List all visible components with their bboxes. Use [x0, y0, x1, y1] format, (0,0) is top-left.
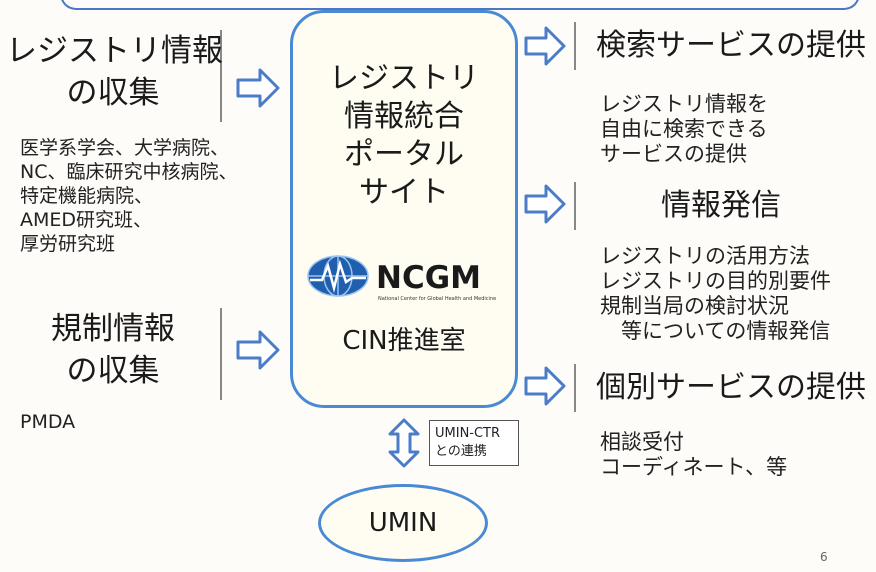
regulatory-collection-box: 規制情報 の収集	[6, 308, 222, 400]
info-desc-line: 等についての情報発信	[600, 319, 831, 343]
cin-office-label: CIN推進室	[342, 326, 466, 356]
right-arrow-icon	[524, 366, 566, 406]
logo-wordmark: NCGM	[376, 260, 481, 296]
registry-source-line: 厚労研究班	[20, 233, 116, 255]
regulatory-collection-line2: の収集	[66, 353, 160, 389]
registry-collection-line2: の収集	[66, 75, 160, 111]
right-arrow-icon	[236, 330, 280, 370]
info-dissemination-heading: 情報発信	[574, 182, 866, 230]
registry-sources: 医学系学会、大学病院、 NC、臨床研究中核病院、 特定機能病院、 AMED研究班…	[20, 136, 237, 256]
registry-source-line: AMED研究班、	[20, 209, 153, 231]
info-dissemination-desc: レジストリの活用方法 レジストリの目的別要件 規制当局の検討状況 等についての情…	[600, 244, 831, 344]
portal-site-box	[290, 10, 518, 408]
search-service-desc: レジストリ情報を 自由に検索できる サービスの提供	[600, 92, 768, 167]
logo-subtext: National Center for Global Health and Me…	[378, 296, 496, 302]
search-desc-line: サービスの提供	[600, 142, 747, 166]
info-desc-line: レジストリの目的別要件	[600, 269, 831, 293]
umin-note-line: UMIN-CTR	[435, 426, 501, 441]
umin-note-line: との連携	[435, 444, 487, 459]
registry-source-line: 医学系学会、大学病院、	[20, 137, 230, 159]
info-desc-line: 規制当局の検討状況	[600, 294, 789, 318]
registry-collection-box: レジストリ情報 の収集	[6, 30, 223, 122]
registry-source-line: NC、臨床研究中核病院、	[20, 161, 238, 183]
regulatory-source: PMDA	[20, 411, 76, 433]
individual-service-desc: 相談受付 コーディネート、等	[600, 430, 787, 480]
portal-title-line: サイト	[359, 175, 449, 210]
search-desc-line: レジストリ情報を	[600, 92, 768, 116]
search-service-heading: 検索サービスの提供	[574, 22, 866, 70]
individual-desc-line: 相談受付	[600, 430, 684, 454]
search-desc-line: 自由に検索できる	[600, 117, 768, 141]
double-vertical-arrow-icon	[388, 418, 420, 468]
registry-collection-line1: レジストリ情報	[6, 33, 223, 69]
umin-ctr-link-note: UMIN-CTR との連携	[429, 420, 519, 466]
page-number: 6	[820, 550, 828, 564]
right-arrow-icon	[236, 68, 280, 108]
portal-title: レジストリ 情報統合 ポータル サイト	[290, 60, 518, 212]
regulatory-collection-line1: 規制情報	[51, 311, 175, 347]
info-desc-line: レジストリの活用方法	[600, 244, 810, 268]
right-arrow-icon	[524, 184, 566, 224]
portal-title-line: 情報統合	[344, 99, 464, 134]
portal-title-line: レジストリ	[329, 61, 479, 96]
umin-ellipse: UMIN	[318, 484, 488, 562]
right-arrow-icon	[524, 26, 566, 66]
portal-title-line: ポータル	[344, 137, 464, 172]
individual-desc-line: コーディネート、等	[600, 455, 788, 479]
ncgm-logo: NCGM National Center for Global Health a…	[307, 255, 496, 302]
individual-service-heading: 個別サービスの提供	[574, 364, 866, 412]
registry-source-line: 特定機能病院、	[20, 185, 154, 207]
